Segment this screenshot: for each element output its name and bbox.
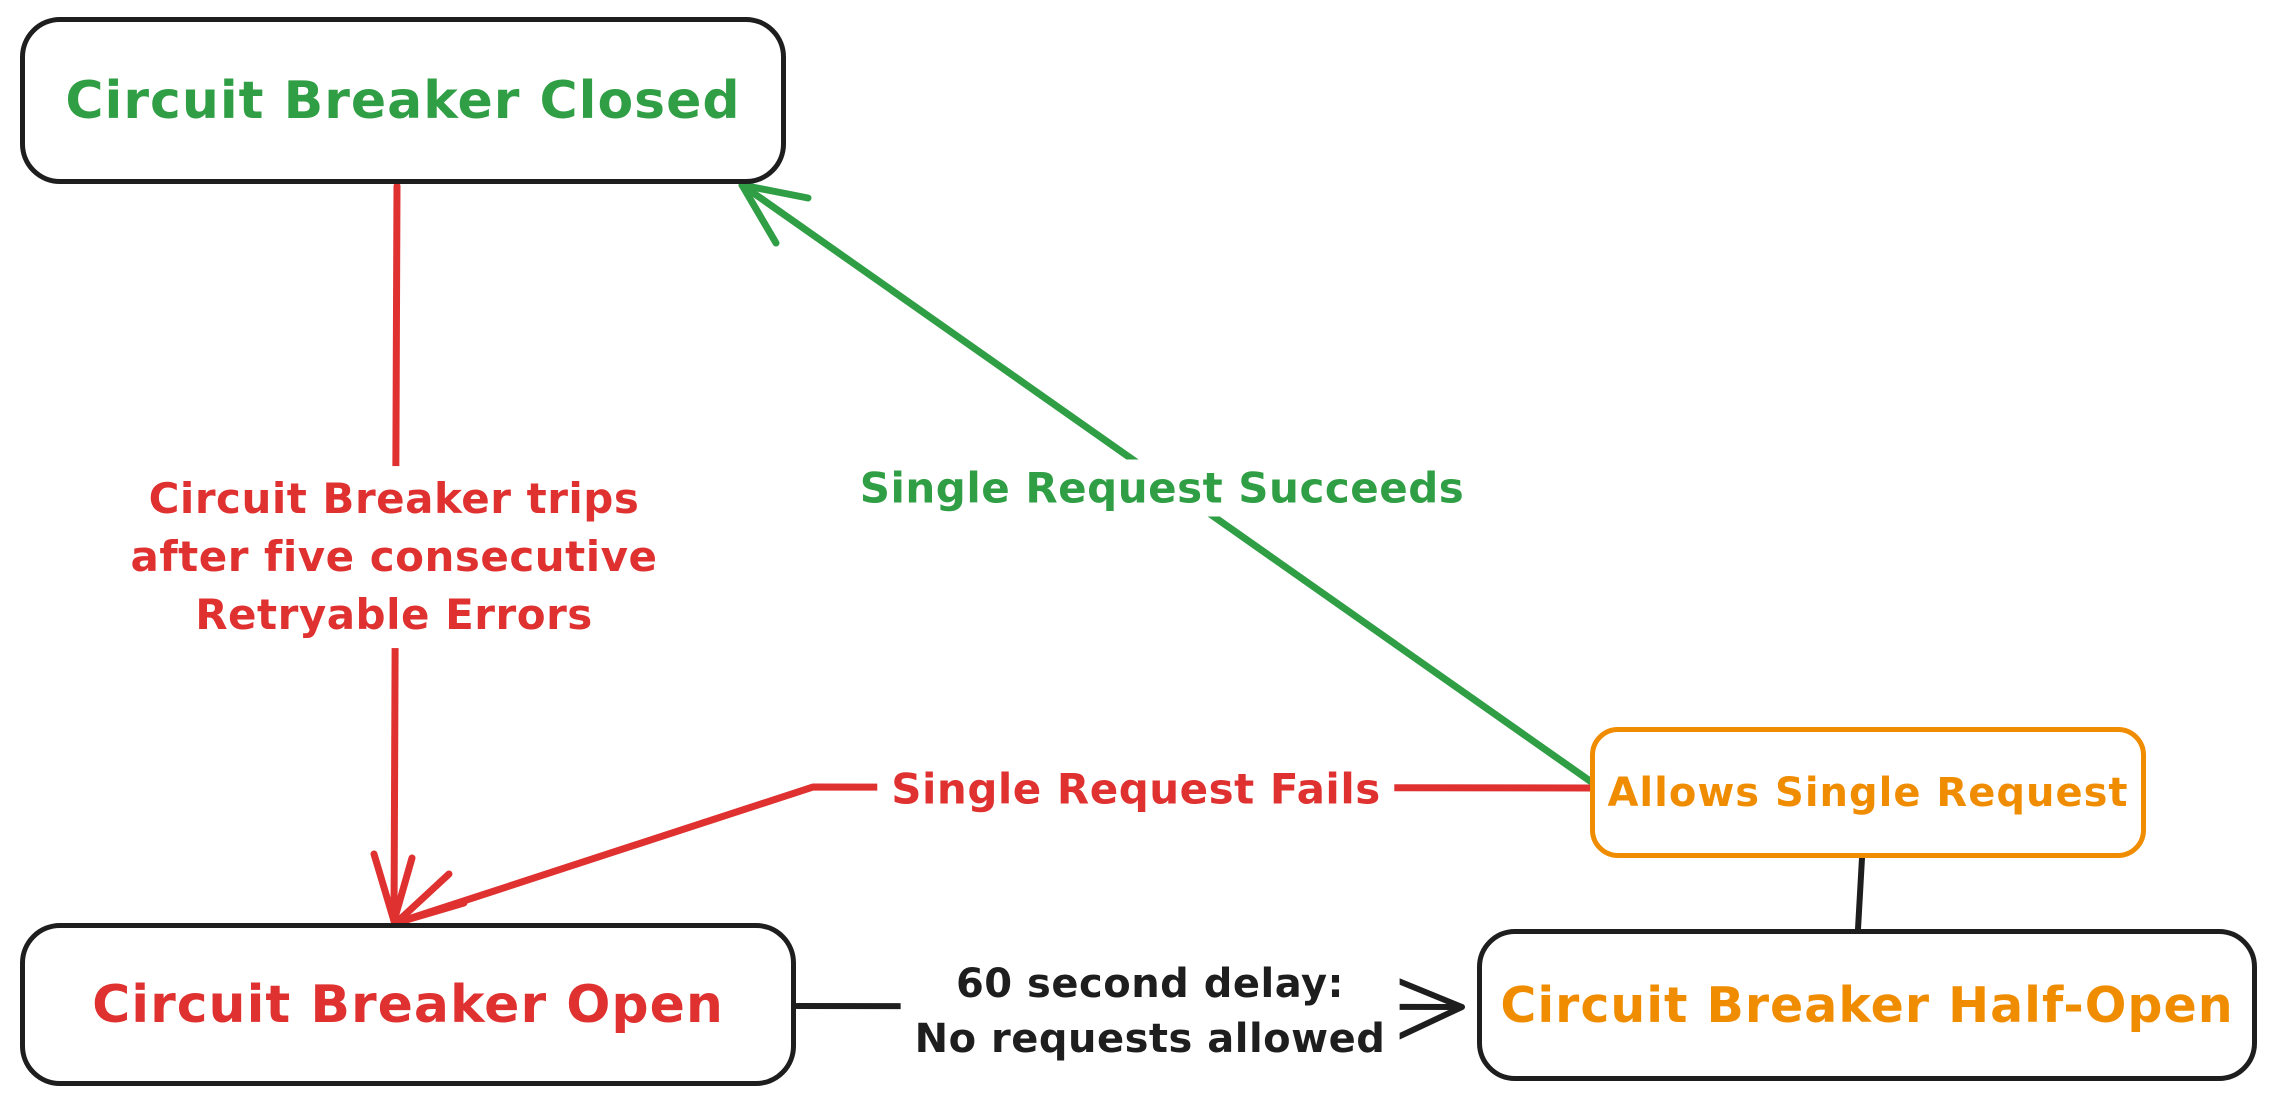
state-node-half-open: Circuit Breaker Half-Open: [1477, 929, 2257, 1081]
state-node-allows-single-request: Allows Single Request: [1590, 727, 2146, 858]
connector-edge-line: [1855, 855, 1865, 932]
state-node-closed: Circuit Breaker Closed: [20, 17, 786, 184]
edge-label-trip-line-1: Circuit Breaker trips: [148, 474, 640, 524]
edge-label-delay-line-1: 60 second delay:: [955, 960, 1345, 1007]
trip-edge-arrowhead: [370, 850, 416, 925]
state-node-open: Circuit Breaker Open: [20, 923, 796, 1086]
state-label-open: Circuit Breaker Open: [92, 974, 724, 1035]
edge-label-fail: Single Request Fails: [877, 760, 1395, 818]
fail-edge-arrowhead: [392, 870, 468, 927]
edge-label-succeed: Single Request Succeeds: [845, 459, 1479, 517]
state-label-half-open: Circuit Breaker Half-Open: [1500, 976, 2234, 1034]
edge-label-delay: 60 second delay: No requests allowed: [900, 952, 1400, 1072]
edge-label-trip-line-2: after five consecutive: [130, 532, 658, 582]
delay-edge-arrowhead: [1393, 977, 1465, 1040]
edge-label-delay-line-2: No requests allowed: [914, 1016, 1386, 1062]
edge-label-trip: Circuit Breaker trips after five consecu…: [116, 466, 672, 648]
succeed-edge-arrowhead: [738, 181, 812, 247]
state-label-closed: Circuit Breaker Closed: [65, 70, 741, 131]
edge-label-trip-line-3: Retryable Errors: [195, 589, 593, 639]
state-label-allows-single-request: Allows Single Request: [1607, 769, 2129, 816]
